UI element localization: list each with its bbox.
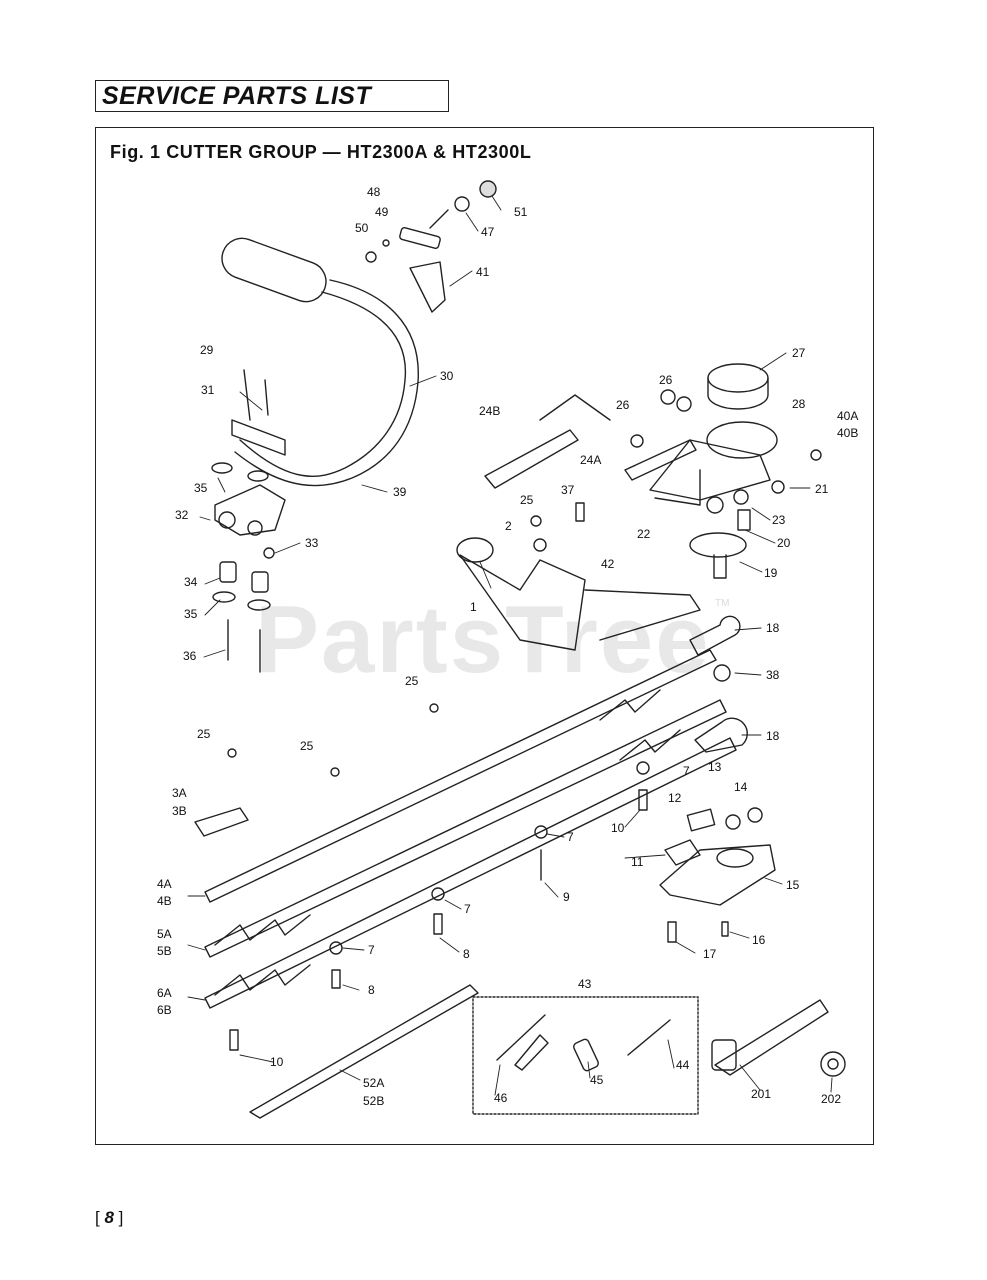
callout-46: 46 xyxy=(494,1091,508,1105)
callout-25-d: 25 xyxy=(300,739,314,753)
callout-45: 45 xyxy=(590,1073,604,1087)
callout-37: 37 xyxy=(561,483,575,497)
callout-35-a: 35 xyxy=(194,481,208,495)
callout-41: 41 xyxy=(476,265,490,279)
callout-28: 28 xyxy=(792,397,806,411)
callout-20: 20 xyxy=(777,536,791,550)
callout-35-b: 35 xyxy=(184,607,198,621)
callout-25-b: 25 xyxy=(405,674,419,688)
callout-4a: 4A xyxy=(157,877,172,891)
callout-17: 17 xyxy=(703,947,717,961)
watermark: PartsTree xyxy=(255,586,711,693)
callout-10-b: 10 xyxy=(270,1055,284,1069)
callout-22: 22 xyxy=(637,527,651,541)
callout-32: 32 xyxy=(175,508,189,522)
callout-8-b: 8 xyxy=(368,983,375,997)
callout-labels: 48 49 50 51 47 41 27 29 30 31 26 26 28 4… xyxy=(157,185,858,1108)
watermark-tm: TM xyxy=(715,598,730,609)
callout-leaders xyxy=(187,195,833,1096)
callout-26-b: 26 xyxy=(616,398,630,412)
throttle-cable-parts xyxy=(365,180,497,313)
callout-26-a: 26 xyxy=(659,373,673,387)
callout-3b: 3B xyxy=(172,804,187,818)
callout-34: 34 xyxy=(184,575,198,589)
callout-51: 51 xyxy=(514,205,528,219)
callout-52b: 52B xyxy=(363,1094,384,1108)
gear-housing-part xyxy=(456,502,701,651)
figure-frame xyxy=(95,127,874,1145)
callout-44: 44 xyxy=(676,1058,690,1072)
callout-49: 49 xyxy=(375,205,389,219)
callout-33: 33 xyxy=(305,536,319,550)
callout-7-b: 7 xyxy=(567,830,574,844)
callout-4b: 4B xyxy=(157,894,172,908)
handle-part xyxy=(221,237,419,487)
callout-5a: 5A xyxy=(157,927,172,941)
callout-40a: 40A xyxy=(837,409,858,423)
callout-30: 30 xyxy=(440,369,454,383)
callout-6a: 6A xyxy=(157,986,172,1000)
callout-5b: 5B xyxy=(157,944,172,958)
callout-9: 9 xyxy=(563,890,570,904)
callout-15: 15 xyxy=(786,878,800,892)
callout-24b: 24B xyxy=(479,404,500,418)
callout-7-a: 7 xyxy=(683,764,690,778)
callout-14: 14 xyxy=(734,780,748,794)
gear-case-parts xyxy=(484,363,822,579)
callout-10-a: 10 xyxy=(611,821,625,835)
callout-13: 13 xyxy=(708,760,722,774)
callout-7-d: 7 xyxy=(368,943,375,957)
callout-25-c: 25 xyxy=(197,727,211,741)
callout-47: 47 xyxy=(481,225,495,239)
callout-21: 21 xyxy=(815,482,829,496)
handle-bracket-parts xyxy=(211,369,286,673)
connecting-rods xyxy=(689,615,748,753)
callout-39: 39 xyxy=(393,485,407,499)
callout-43: 43 xyxy=(578,977,592,991)
header-box: SERVICE PARTS LIST xyxy=(95,80,449,112)
callout-18-a: 18 xyxy=(766,621,780,635)
page-number: [ 8 ] xyxy=(95,1208,124,1227)
callout-48: 48 xyxy=(367,185,381,199)
callout-16: 16 xyxy=(752,933,766,947)
callout-29: 29 xyxy=(200,343,214,357)
callout-2: 2 xyxy=(505,519,512,533)
callout-25-a: 25 xyxy=(520,493,534,507)
callout-202: 202 xyxy=(821,1092,841,1106)
callout-50: 50 xyxy=(355,221,369,235)
cutter-blades xyxy=(194,649,737,1009)
callout-8-a: 8 xyxy=(463,947,470,961)
tool-kit-parts xyxy=(249,984,846,1119)
callout-12: 12 xyxy=(668,791,682,805)
callout-11: 11 xyxy=(631,855,644,869)
callout-23: 23 xyxy=(772,513,786,527)
figure-title: Fig. 1 CUTTER GROUP — HT2300A & HT2300L xyxy=(110,142,532,162)
callout-7-c: 7 xyxy=(464,902,471,916)
callout-19: 19 xyxy=(764,566,778,580)
bearing-case-parts xyxy=(229,761,776,1051)
callout-27: 27 xyxy=(792,346,806,360)
callout-1: 1 xyxy=(470,600,477,614)
page-title: SERVICE PARTS LIST xyxy=(102,82,372,110)
callout-38: 38 xyxy=(766,668,780,682)
callout-40b: 40B xyxy=(837,426,858,440)
callout-24a: 24A xyxy=(580,453,601,467)
callout-18-b: 18 xyxy=(766,729,780,743)
callout-3a: 3A xyxy=(172,786,187,800)
callout-52a: 52A xyxy=(363,1076,384,1090)
callout-6b: 6B xyxy=(157,1003,172,1017)
callout-201: 201 xyxy=(751,1087,771,1101)
callout-31: 31 xyxy=(201,383,215,397)
callout-42: 42 xyxy=(601,557,615,571)
callout-36: 36 xyxy=(183,649,197,663)
